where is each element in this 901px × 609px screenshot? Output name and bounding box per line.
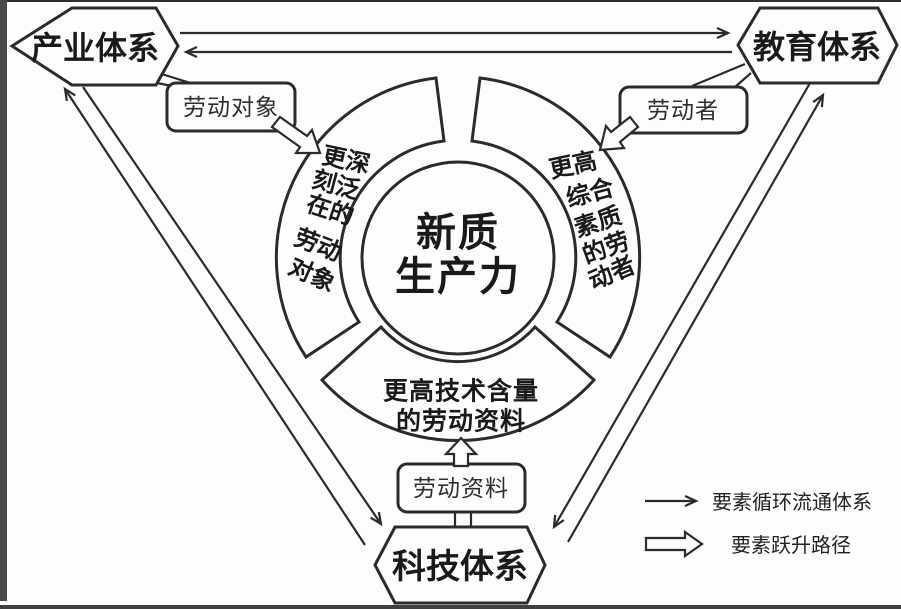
box-labor-materials-label: 劳动资料 (413, 476, 509, 502)
ring-bottom-segment (319, 324, 597, 443)
hollow-arrow-labor-materials (443, 436, 479, 468)
ring-right-segment (470, 76, 642, 360)
frame-left-edge (0, 0, 7, 601)
rail-education-laborer-2 (734, 72, 752, 88)
box-laborer-label: 劳动者 (647, 98, 719, 124)
legend-thin-arrow-label: 要素循环流通体系 (712, 490, 872, 514)
box-laborer (618, 85, 749, 135)
hollow-arrow-laborer (598, 115, 640, 152)
arrow-technology-to-industry (63, 86, 366, 546)
node-industry-label: 产业体系 (31, 29, 159, 67)
center-circle (360, 160, 556, 356)
frame-top-edge (0, 0, 901, 2)
legend-hollow-arrow-label: 要素跃升路径 (731, 533, 851, 557)
legend-hollow-arrow-icon (644, 529, 704, 559)
box-labor-object-label: 劳动对象 (183, 95, 279, 121)
center-label-line1: 新质 (416, 210, 500, 256)
node-technology-system (373, 525, 547, 605)
ring-bottom-text-line1: 更高技术含量 (383, 377, 539, 406)
arrow-education-to-technology (552, 82, 811, 530)
node-technology-label: 科技体系 (392, 547, 528, 587)
arrow-industry-to-technology (82, 86, 383, 527)
frame-bottom-edge (0, 605, 901, 609)
ring-bottom-text-line2: 的劳动资料 (396, 407, 526, 436)
box-labor-object (165, 81, 297, 133)
node-education-system (736, 6, 899, 85)
node-industry-system (9, 6, 180, 87)
arrow-technology-to-education (567, 92, 825, 543)
center-label-line2: 生产力 (395, 254, 521, 300)
hollow-arrow-labor-object (270, 115, 322, 155)
node-education-label: 教育体系 (753, 28, 881, 66)
rail-education-laborer-1 (691, 62, 746, 88)
